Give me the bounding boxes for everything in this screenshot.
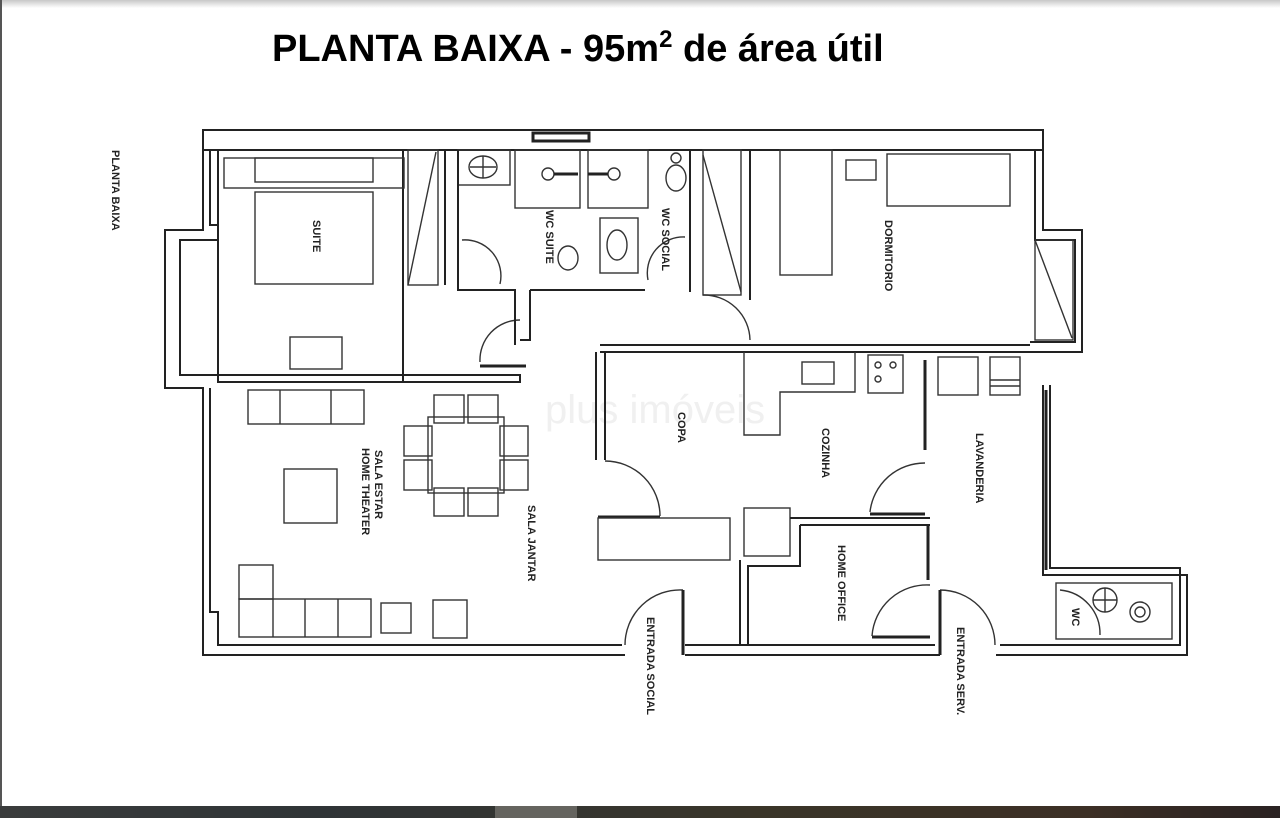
label-lavanderia: LAVANDERIA: [973, 433, 985, 504]
page-title: PLANTA BAIXA - 95m2 de área útil: [272, 26, 992, 71]
left-edge: [0, 0, 2, 806]
label-cozinha: COZINHA: [819, 428, 831, 478]
bathrooms: [457, 149, 691, 345]
bottom-bar-thumb[interactable]: [495, 806, 577, 818]
label-suite: SUITE: [310, 220, 322, 252]
label-copa: COPA: [675, 412, 687, 443]
label-home-office: HOME OFFICE: [835, 545, 847, 621]
watermark: plus imóveis: [545, 388, 765, 432]
label-wc: WC: [1069, 608, 1081, 626]
label-entrada-social: ENTRADA SOCIAL: [644, 617, 656, 715]
room-labels: PLANTA BAIXA SUITE WC SUITE WC SOCIAL DO…: [109, 150, 1081, 715]
title-main: PLANTA BAIXA - 95m: [272, 28, 660, 70]
title-superscript: 2: [659, 26, 673, 53]
dormitorio-room: [600, 149, 1074, 353]
label-home-theater: HOME THEATER: [359, 448, 371, 535]
label-sala-estar: SALA ESTAR: [372, 450, 384, 519]
label-wc-suite: WC SUITE: [543, 210, 555, 264]
label-dormitorio: DORMITORIO: [882, 220, 894, 292]
bottom-bar: [0, 806, 1280, 818]
side-label: PLANTA BAIXA: [109, 150, 121, 231]
top-shade: [0, 0, 1280, 8]
kitchen-area: [595, 352, 930, 645]
label-wc-social: WC SOCIAL: [659, 208, 671, 271]
suite-room: [217, 149, 526, 383]
label-entrada-serv: ENTRADA SERV.: [954, 627, 966, 715]
title-suffix: de área útil: [672, 28, 884, 70]
outer-walls: [164, 129, 1188, 656]
sala-room: [238, 389, 529, 639]
service-area: [624, 356, 1173, 655]
label-sala-jantar: SALA JANTAR: [525, 505, 537, 581]
